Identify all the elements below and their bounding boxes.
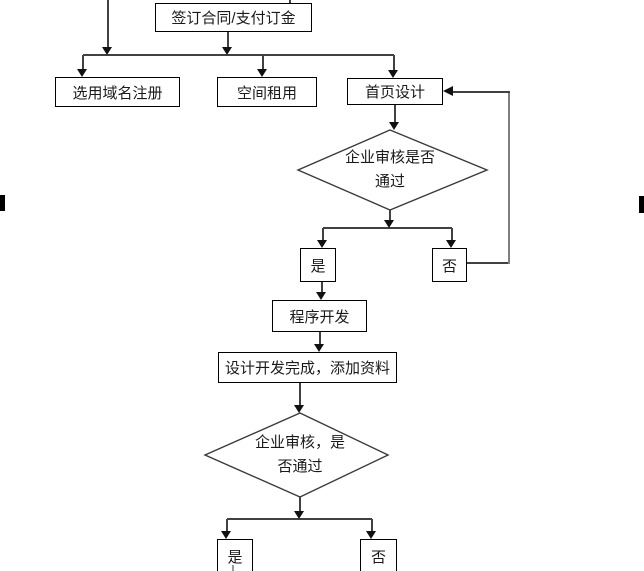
decision-review-2-line2: 否通过 — [277, 458, 323, 475]
connector-to-yes1 — [322, 228, 324, 240]
node-space-rental: 空间租用 — [217, 77, 317, 107]
connector-no1-feedback-top — [453, 91, 510, 93]
connector-complete-review2 — [299, 383, 301, 405]
decision-review-1-line1: 企业审核是否 — [344, 149, 435, 166]
arrowhead-down-icon — [316, 292, 326, 300]
connector-no1-feedback-bottom — [467, 262, 510, 264]
arrowhead-down-icon — [389, 122, 399, 130]
node-add-content: 设计开发完成，添加资料 — [218, 352, 397, 383]
node-sign-contract: 签订合同/支付订金 — [155, 3, 312, 32]
node-yes-2: 是 — [217, 539, 253, 571]
connector-review1-down — [389, 210, 391, 220]
connector-top-left — [107, 0, 109, 47]
arrowhead-down-icon — [294, 405, 304, 413]
arrowhead-down-icon — [388, 70, 398, 78]
connector-to-no2 — [371, 519, 373, 531]
arrowhead-left-icon — [443, 86, 453, 96]
connector-to-yes2 — [226, 519, 228, 531]
arrowhead-down-icon — [257, 69, 267, 77]
arrowhead-down-icon — [221, 531, 231, 539]
arrowhead-down-icon — [77, 69, 87, 77]
connector-no1-feedback-vertical — [508, 92, 510, 264]
connector-to-space — [262, 55, 264, 69]
connector-to-domain — [82, 55, 84, 69]
decision-review-2-label: 企业审核，是 否通过 — [215, 431, 385, 479]
decision-review-1-label: 企业审核是否 通过 — [305, 146, 475, 194]
node-program-dev: 程序开发 — [272, 300, 367, 332]
arrowhead-down-icon — [384, 220, 394, 228]
arrowhead-down-icon — [446, 240, 456, 248]
arrowhead-down-icon — [222, 47, 232, 55]
decision-review-2-line1: 企业审核，是 — [254, 434, 345, 451]
decision-review-1-line2: 通过 — [374, 173, 405, 190]
node-homepage-design: 首页设计 — [347, 78, 443, 105]
connector-distribution-line-1 — [83, 54, 394, 56]
node-domain-register: 选用域名注册 — [55, 77, 180, 107]
resize-handle-left[interactable] — [0, 195, 5, 211]
connector-into-contract — [289, 0, 291, 4]
connector-yes2-stub — [232, 565, 234, 571]
connector-dev-complete — [319, 332, 321, 344]
node-no-2: 否 — [360, 539, 397, 571]
node-yes-1: 是 — [300, 248, 336, 282]
arrowhead-down-icon — [366, 531, 376, 539]
arrowhead-down-icon — [317, 240, 327, 248]
connector-review2-down — [299, 496, 301, 511]
arrowhead-down-icon — [294, 511, 304, 519]
connector-to-homepage — [393, 55, 395, 71]
connector-yes1-dev — [321, 282, 323, 292]
connector-to-no1 — [451, 228, 453, 240]
arrowhead-down-icon — [102, 47, 112, 55]
arrowhead-down-icon — [314, 344, 324, 352]
node-no-1: 否 — [432, 248, 467, 282]
connector-homepage-review1 — [394, 105, 396, 122]
connector-contract-down — [227, 32, 229, 47]
resize-handle-right[interactable] — [639, 196, 644, 213]
